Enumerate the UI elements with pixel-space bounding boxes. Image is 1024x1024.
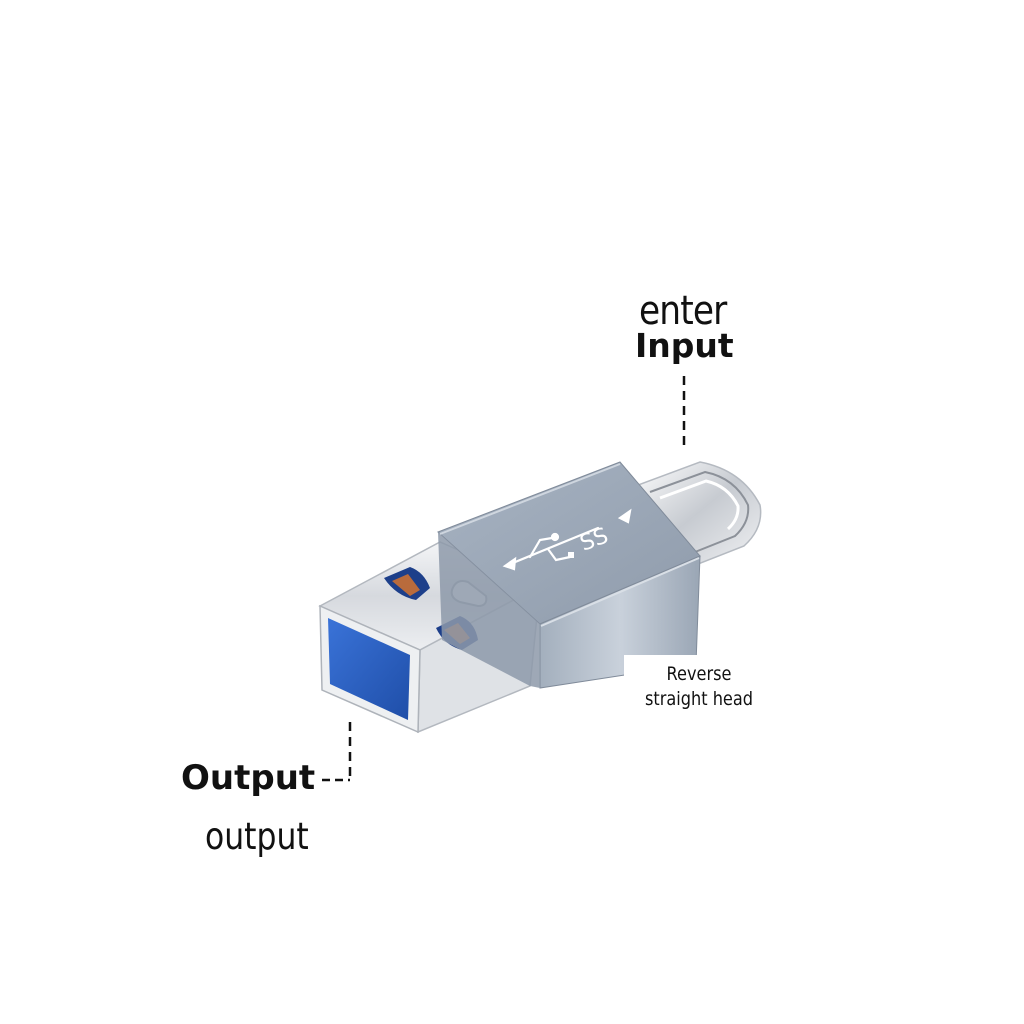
input-label-bottom: Input	[635, 326, 734, 365]
output-label-bottom: output	[205, 815, 309, 858]
reverse-label-background	[624, 655, 774, 711]
output-label-top: Output	[181, 758, 316, 798]
input-label-top: enter	[639, 288, 727, 334]
type-c-plug	[628, 461, 762, 569]
reverse-straight-head-label: Reverse straight head	[644, 663, 754, 710]
